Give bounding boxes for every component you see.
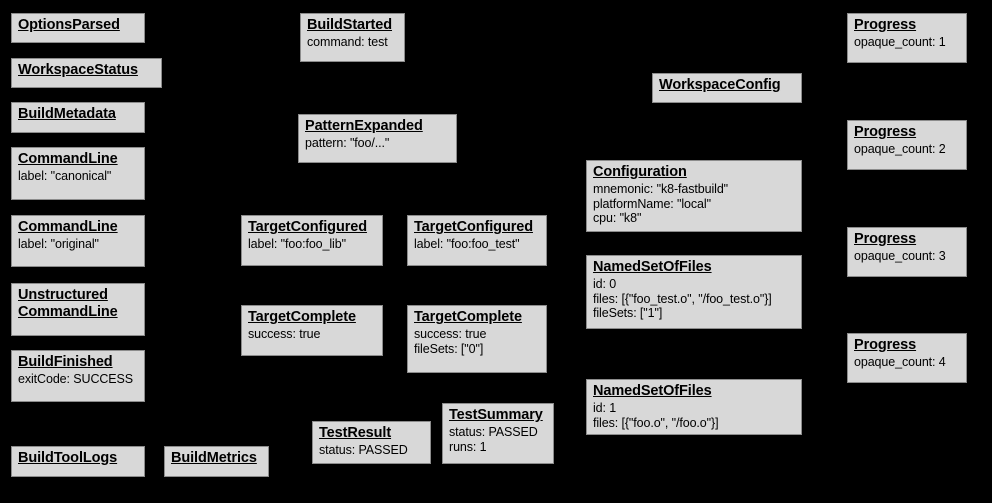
event-node-fields: opaque_count: 1 <box>854 34 946 49</box>
event-node-title: Progress <box>854 337 917 353</box>
event-node-workspace-config[interactable]: WorkspaceConfig <box>652 73 802 103</box>
event-node-fields: mnemonic: "k8-fastbuild" platformName: "… <box>593 181 729 226</box>
event-node-fields: label: "foo:foo_lib" <box>248 236 346 251</box>
event-node-title: BuildMetadata <box>18 106 116 122</box>
event-node-fields: status: PASSED <box>319 442 408 457</box>
event-node-title: TargetComplete <box>414 309 522 325</box>
event-node-fields: status: PASSED runs: 1 <box>449 424 538 454</box>
event-node-fields: id: 0 files: [{"foo_test.o", "/foo_test.… <box>593 276 772 321</box>
event-node-title: BuildMetrics <box>171 450 257 466</box>
event-node-title: WorkspaceConfig <box>659 77 781 93</box>
event-node-title: TestResult <box>319 425 392 441</box>
event-node-title: OptionsParsed <box>18 17 120 33</box>
event-node-title: WorkspaceStatus <box>18 62 138 78</box>
event-node-build-metrics[interactable]: BuildMetrics <box>164 446 269 477</box>
event-node-fields: success: true <box>248 326 321 341</box>
event-node-build-metadata[interactable]: BuildMetadata <box>11 102 145 133</box>
event-node-workspace-status[interactable]: WorkspaceStatus <box>11 58 162 88</box>
event-node-fields: pattern: "foo/..." <box>305 135 390 150</box>
event-node-title: Configuration <box>593 164 687 180</box>
event-node-fields: label: "original" <box>18 236 99 251</box>
event-node-fields: success: true fileSets: ["0"] <box>414 326 487 356</box>
event-node-title: Unstructured CommandLine <box>18 287 118 320</box>
event-node-fields: id: 1 files: [{"foo.o", "/foo.o"}] <box>593 400 719 430</box>
event-node-build-tool-logs[interactable]: BuildToolLogs <box>11 446 145 477</box>
event-node-fields: label: "foo:foo_test" <box>414 236 520 251</box>
event-node-fields: label: "canonical" <box>18 168 112 183</box>
event-node-fields: opaque_count: 2 <box>854 141 946 156</box>
event-node-title: NamedSetOfFiles <box>593 259 712 275</box>
event-node-title: TargetComplete <box>248 309 356 325</box>
event-node-title: Progress <box>854 17 917 33</box>
event-node-title: TargetConfigured <box>248 219 367 235</box>
event-node-title: BuildToolLogs <box>18 450 118 466</box>
event-node-title: Progress <box>854 231 917 247</box>
event-node-fields: opaque_count: 3 <box>854 248 946 263</box>
event-node-options-parsed[interactable]: OptionsParsed <box>11 13 145 43</box>
event-node-unstructured-command-line[interactable]: Unstructured CommandLine <box>11 283 145 336</box>
event-node-title: CommandLine <box>18 151 118 167</box>
event-node-fields: exitCode: SUCCESS <box>18 371 134 386</box>
event-node-fields: opaque_count: 4 <box>854 354 946 369</box>
event-node-title: NamedSetOfFiles <box>593 383 712 399</box>
event-node-title: BuildFinished <box>18 354 113 370</box>
event-node-fields: command: test <box>307 34 388 49</box>
event-node-title: PatternExpanded <box>305 118 423 134</box>
event-node-title: TargetConfigured <box>414 219 533 235</box>
event-node-title: CommandLine <box>18 219 118 235</box>
event-node-title: Progress <box>854 124 917 140</box>
event-node-title: TestSummary <box>449 407 543 423</box>
event-node-title: BuildStarted <box>307 17 393 33</box>
